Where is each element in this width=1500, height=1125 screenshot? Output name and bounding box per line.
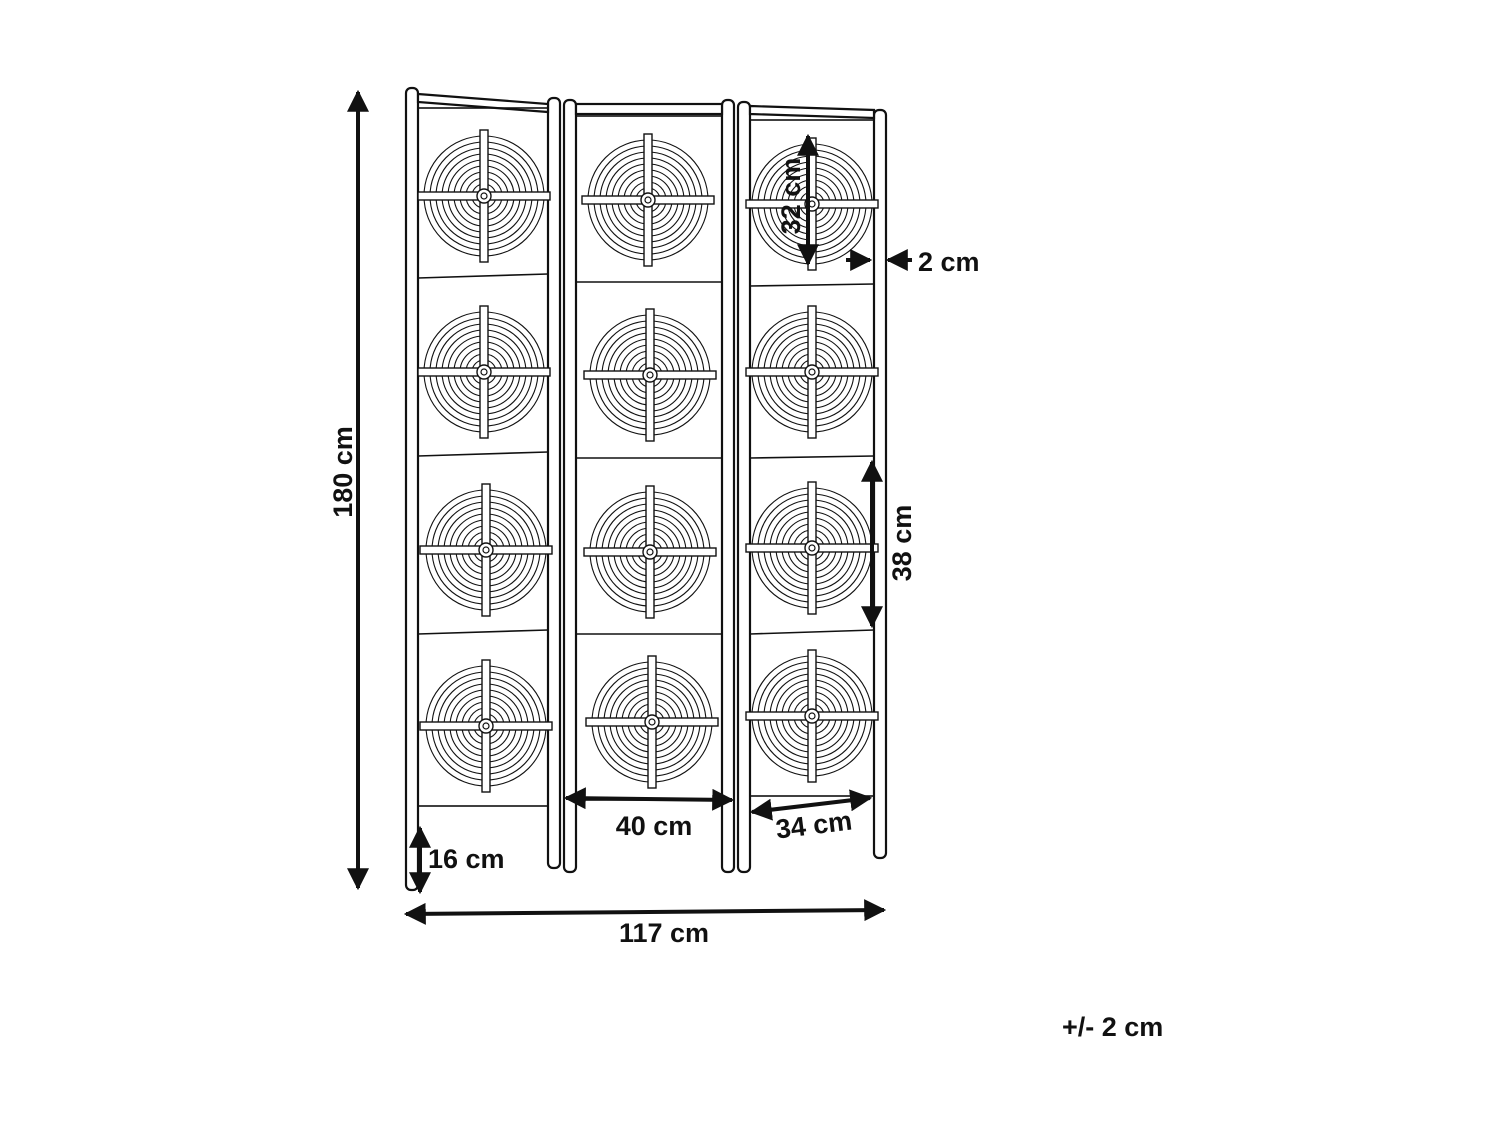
frame-thickness-label: 2 cm: [918, 247, 980, 277]
spiral-motif: [419, 659, 553, 793]
middle-width-dimension-line: [563, 787, 735, 811]
spiral-motif: [745, 481, 879, 615]
spiral-motif: [583, 308, 717, 442]
side-width-label: 34 cm: [774, 806, 854, 845]
height-label: 180 cm: [328, 426, 358, 518]
middle-width-label: 40 cm: [616, 811, 693, 841]
middle-panel: [562, 98, 736, 874]
spiral-motif: [417, 305, 551, 439]
spiral-motif: [419, 483, 553, 617]
section-height-label: 38 cm: [887, 505, 917, 582]
spiral-motif: [745, 649, 879, 783]
spiral-motif: [745, 137, 879, 271]
spiral-motif: [583, 485, 717, 619]
width-label: 117 cm: [619, 918, 709, 948]
spiral-motif: [585, 655, 719, 789]
motif-diameter-label: 32 cm: [776, 158, 806, 235]
left-panel: [404, 86, 562, 892]
side-width-dimension-line: [749, 789, 873, 821]
spiral-motif: [745, 305, 879, 439]
tolerance-note: +/- 2 cm: [1062, 1012, 1163, 1042]
spiral-motif: [581, 133, 715, 267]
leg-height-label: 16 cm: [428, 844, 505, 874]
width-dimension-line: [403, 899, 887, 925]
right-panel: [736, 100, 888, 874]
spiral-motif: [417, 129, 551, 263]
